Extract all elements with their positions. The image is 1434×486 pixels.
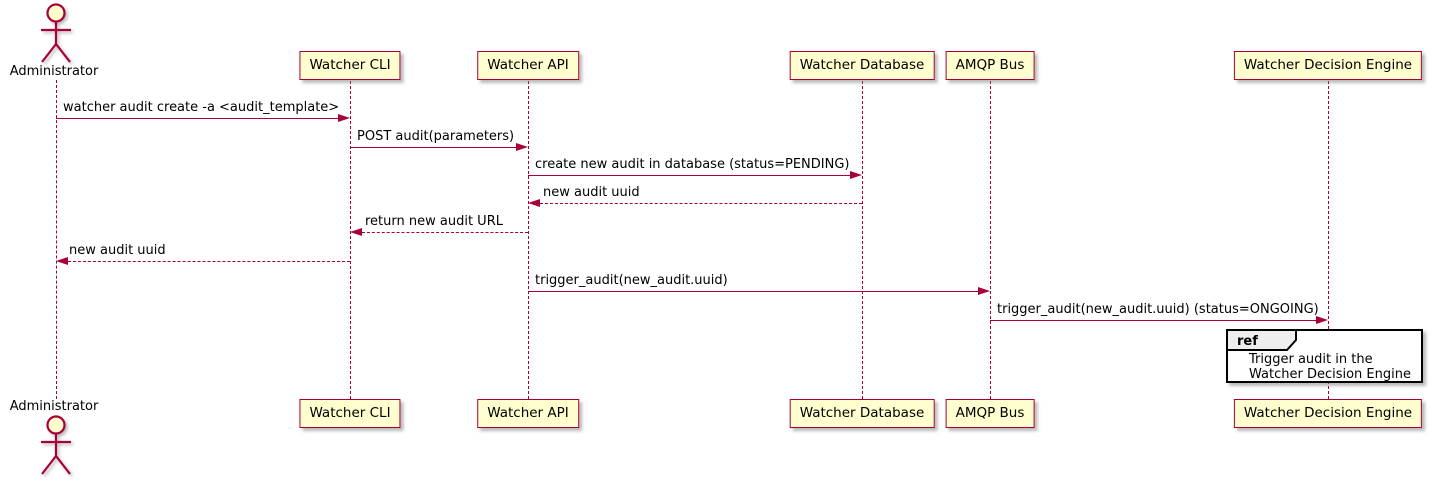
arrowhead-icon (338, 114, 350, 122)
message-label: trigger_audit(new_audit.uuid) (status=ON… (997, 302, 1319, 317)
participant-watcher-api-top: Watcher API (477, 51, 579, 80)
participant-watcher-api-bottom: Watcher API (477, 399, 579, 428)
participant-watcher-database-top: Watcher Database (789, 51, 935, 80)
actor-label-top: Administrator (9, 64, 99, 79)
message-line (528, 175, 850, 176)
ref-tab: ref (1226, 329, 1297, 351)
arrowhead-icon (528, 199, 540, 207)
arrowhead-icon (850, 171, 862, 179)
participant-watcher-cli-bottom: Watcher CLI (299, 399, 401, 428)
message-label: watcher audit create -a <audit_template> (63, 100, 340, 115)
participant-watcher-cli-top: Watcher CLI (299, 51, 401, 80)
lifeline-watcher-decision-engine (1328, 81, 1329, 399)
message-label: create new audit in database (status=PEN… (535, 157, 850, 172)
message-label: return new audit URL (365, 214, 503, 229)
message-label: POST audit(parameters) (357, 129, 515, 144)
message-label: new audit uuid (69, 243, 166, 258)
participant-watcher-decision-engine-bottom: Watcher Decision Engine (1233, 399, 1423, 428)
participant-watcher-decision-engine-top: Watcher Decision Engine (1233, 51, 1423, 80)
participant-amqp-bus-top: AMQP Bus (945, 51, 1035, 80)
participant-amqp-bus-bottom: AMQP Bus (945, 399, 1035, 428)
ref-text-line: Watcher Decision Engine (1249, 367, 1411, 382)
message-line (540, 203, 862, 204)
arrowhead-icon (1316, 316, 1328, 324)
arrowhead-icon (978, 287, 990, 295)
actor-icon (41, 3, 71, 63)
lifeline-watcher-api (528, 81, 529, 399)
lifeline-watcher-cli (350, 81, 351, 399)
message-line (56, 118, 338, 119)
participant-watcher-database-bottom: Watcher Database (789, 399, 935, 428)
lifeline-watcher-database (862, 81, 863, 399)
message-line (528, 291, 978, 292)
message-label: new audit uuid (543, 185, 640, 200)
actor-label-bottom: Administrator (9, 399, 99, 414)
message-line (990, 320, 1316, 321)
message-line (68, 261, 350, 262)
message-label: trigger_audit(new_audit.uuid) (535, 273, 728, 288)
arrowhead-icon (350, 228, 362, 236)
message-line (362, 232, 528, 233)
lifeline-amqp-bus (990, 81, 991, 399)
arrowhead-icon (56, 257, 68, 265)
lifeline-administrator (56, 80, 57, 399)
actor-icon (41, 415, 71, 475)
message-line (350, 147, 516, 148)
ref-fragment: ref Trigger audit in the Watcher Decisio… (1226, 329, 1423, 383)
ref-keyword: ref (1237, 334, 1258, 349)
ref-text-line: Trigger audit in the (1249, 352, 1373, 367)
arrowhead-icon (516, 143, 528, 151)
